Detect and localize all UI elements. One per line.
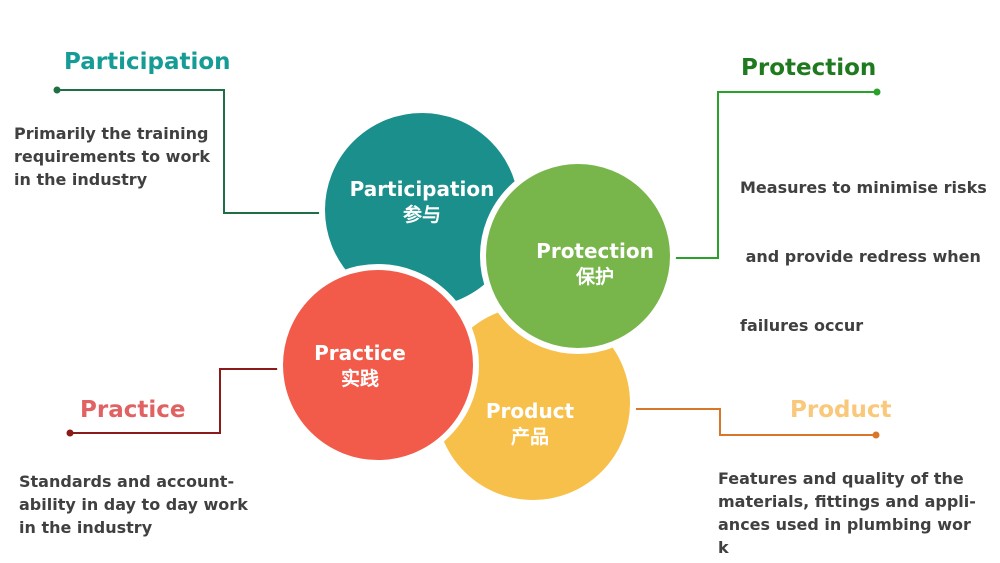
participation-heading: Participation <box>64 49 231 75</box>
practice-label-zh: 实践 <box>340 368 379 390</box>
protection-connector-dot <box>873 88 881 96</box>
practice-description: Standards and account- ability in day to… <box>19 470 279 539</box>
practice-petal <box>277 264 479 466</box>
protection-description-line: Measures to minimise risks <box>740 178 987 197</box>
product-description-line: materials, fittings and appli- <box>718 492 976 511</box>
product-label-en: Product <box>485 399 575 423</box>
protection-description-line: and provide redress when <box>740 247 981 266</box>
product-connector-line <box>636 408 876 436</box>
participation-connector-line <box>57 89 328 214</box>
product-description: Features and quality of the materials, f… <box>718 467 988 559</box>
protection-petal-label: Protection 保护 <box>520 238 670 290</box>
protection-petal <box>480 158 676 354</box>
participation-label-zh: 参与 <box>402 204 441 226</box>
participation-description-line: Primarily the training <box>14 124 209 143</box>
practice-label-en: Practice <box>314 341 406 365</box>
participation-connector-dot <box>53 86 61 94</box>
practice-description-line: ability in day to day work <box>19 495 248 514</box>
practice-heading: Practice <box>80 397 186 423</box>
protection-label-en: Protection <box>536 239 654 263</box>
practice-description-line: in the industry <box>19 518 153 537</box>
protection-heading: Protection <box>741 55 877 81</box>
participation-label-en: Participation <box>349 177 495 201</box>
protection-description-line: failures occur <box>740 316 864 335</box>
practice-connector-line <box>70 368 288 434</box>
participation-description-line: in the industry <box>14 170 148 189</box>
protection-label-zh: 保护 <box>575 266 614 288</box>
practice-petal-label: Practice 实践 <box>300 340 420 392</box>
product-description-line: ances used in plumbing wor <box>718 515 971 534</box>
product-heading: Product <box>790 397 892 423</box>
product-description-line: Features and quality of the <box>718 469 964 488</box>
practice-connector-dot <box>66 429 74 437</box>
product-description-line: k <box>718 538 729 557</box>
product-connector-dot <box>872 431 880 439</box>
protection-description: Measures to minimise risks and provide r… <box>740 130 995 360</box>
product-petal-label: Product 产品 <box>470 398 590 450</box>
product-label-zh: 产品 <box>510 426 549 448</box>
practice-description-line: Standards and account- <box>19 472 235 491</box>
participation-description: Primarily the training requirements to w… <box>14 122 244 191</box>
protection-connector-line <box>652 91 877 259</box>
participation-description-line: requirements to work <box>14 147 210 166</box>
participation-petal-label: Participation 参与 <box>342 176 502 228</box>
